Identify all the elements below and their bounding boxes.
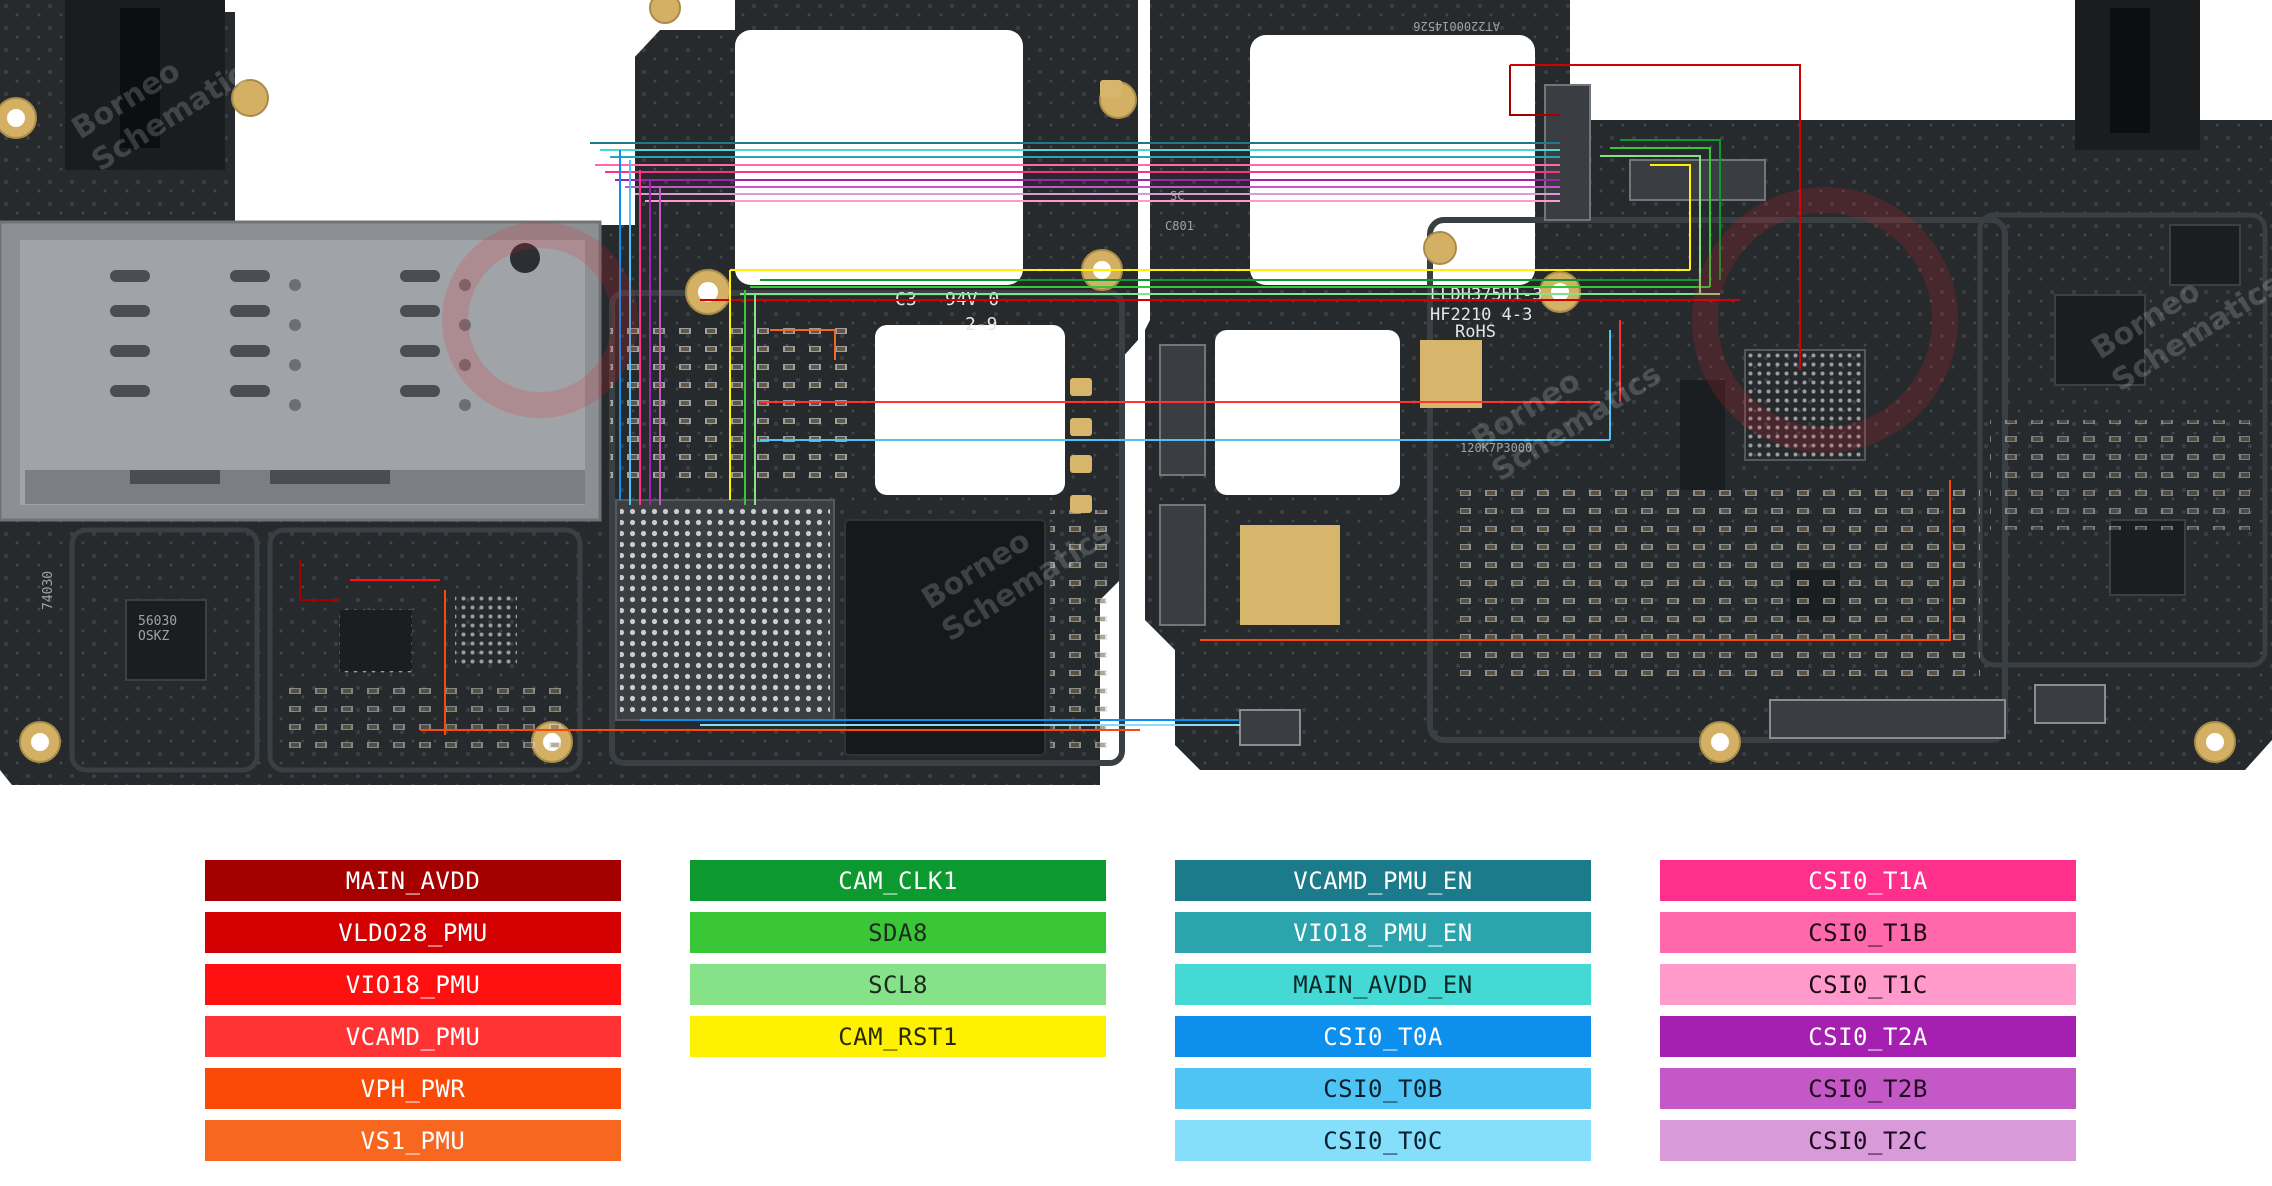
legend-item-vio18-pmu: VIO18_PMU: [205, 964, 621, 1005]
trace-lines: [299, 64, 1951, 735]
legend-item-csi0-t1c: CSI0_T1C: [1660, 964, 2076, 1005]
legend-item-vph-pwr: VPH_PWR: [205, 1068, 621, 1109]
legend-item-csi0-t2b: CSI0_T2B: [1660, 1068, 2076, 1109]
pcb-text-chip-code-2: OSKZ: [138, 629, 169, 644]
pcb-text-c801: C801: [1165, 219, 1194, 233]
legend-item-csi0-t2a: CSI0_T2A: [1660, 1016, 2076, 1057]
legend-item-csi0-t0a: CSI0_T0A: [1175, 1016, 1591, 1057]
legend-item-sda8: SDA8: [690, 912, 1106, 953]
legend-item-main-avdd-en: MAIN_AVDD_EN: [1175, 964, 1591, 1005]
pcb-text-hf2210: HF2210 4-3: [1430, 305, 1532, 325]
pcb-text-serial: AT2200014526: [1413, 19, 1500, 33]
legend-item-csi0-t2c: CSI0_T2C: [1660, 1120, 2076, 1161]
legend-item-cam-clk1: CAM_CLK1: [690, 860, 1106, 901]
pcb-board-diagram: C3 94V-0 2-9 56030 OSKZ 74030: [0, 0, 2272, 785]
legend-item-main-avdd: MAIN_AVDD: [205, 860, 621, 901]
legend-item-csi0-t0b: CSI0_T0B: [1175, 1068, 1591, 1109]
legend-item-vio18-pmu-en: VIO18_PMU_EN: [1175, 912, 1591, 953]
pcb-text-side-code: 74030: [41, 571, 56, 610]
pcb-text-sc: SC: [1170, 189, 1184, 203]
legend-item-vldo28-pmu: VLDO28_PMU: [205, 912, 621, 953]
legend-item-vcamd-pmu-en: VCAMD_PMU_EN: [1175, 860, 1591, 901]
pcb-text-batch: 120K7P3000: [1460, 441, 1532, 455]
legend-item-csi0-t0c: CSI0_T0C: [1175, 1120, 1591, 1161]
watermark-logos: [442, 187, 1958, 453]
legend-item-cam-rst1: CAM_RST1: [690, 1016, 1106, 1057]
right-pcb: LLDH375H1-3 HF2210 4-3 RoHS AT2200014526…: [1145, 0, 2272, 770]
legend-item-csi0-t1a: CSI0_T1A: [1660, 860, 2076, 901]
legend-item-vs1-pmu: VS1_PMU: [205, 1120, 621, 1161]
legend-item-vcamd-pmu: VCAMD_PMU: [205, 1016, 621, 1057]
pcb-text-date: 2-9: [965, 314, 998, 335]
legend-item-scl8: SCL8: [690, 964, 1106, 1005]
pcb-text-chip-code: 56030: [138, 614, 177, 629]
left-pcb: C3 94V-0 2-9 56030 OSKZ 74030: [0, 0, 1138, 785]
legend-item-csi0-t1b: CSI0_T1B: [1660, 912, 2076, 953]
pcb-text-rohs: RoHS: [1455, 322, 1496, 342]
